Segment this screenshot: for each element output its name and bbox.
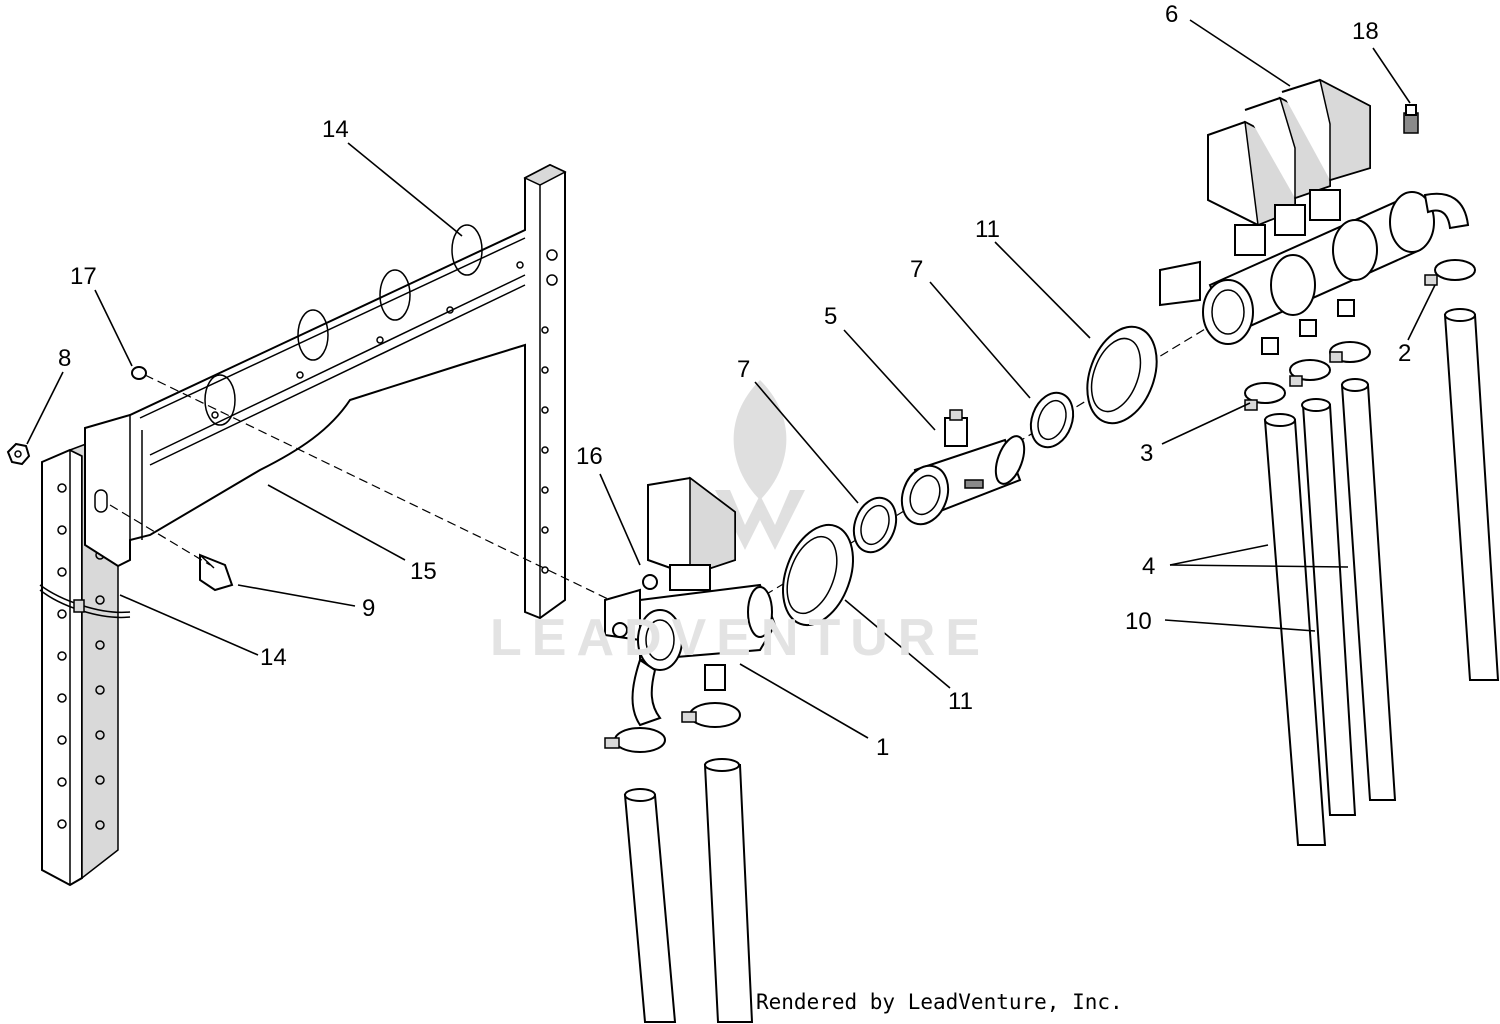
coupling-nut-right — [1086, 325, 1158, 425]
manifold-hose-clamps — [1244, 259, 1476, 411]
callout-11-center: 11 — [948, 688, 973, 715]
center-hose-clamps — [604, 702, 741, 753]
callout-16: 16 — [576, 443, 603, 470]
bolt-9 — [199, 553, 234, 592]
callout-14-top: 14 — [322, 116, 349, 143]
manifold-hoses — [1263, 308, 1500, 846]
fitting-18 — [1403, 104, 1419, 134]
coupling-nut-center — [782, 523, 854, 627]
leader-lines — [26, 19, 1436, 739]
loop-clips — [204, 224, 483, 426]
callout-3: 3 — [1140, 440, 1154, 467]
gasket-center — [852, 496, 898, 554]
watermark-text: LEADVENTURE — [490, 609, 991, 667]
callout-8: 8 — [58, 345, 72, 372]
callout-2: 2 — [1398, 340, 1412, 367]
render-credit: Rendered by LeadVenture, Inc. — [756, 990, 1123, 1014]
watermark-logo — [715, 380, 805, 550]
callout-18: 18 — [1352, 18, 1379, 45]
callout-1: 1 — [876, 734, 890, 761]
callout-6: 6 — [1165, 1, 1179, 28]
flow-meter — [900, 409, 1026, 526]
callout-5: 5 — [824, 303, 838, 330]
cable-tie-left — [39, 584, 131, 619]
manifold-valves — [1159, 78, 1470, 355]
boom-bracket — [84, 163, 567, 620]
center-hoses — [623, 758, 754, 1023]
callout-11-right: 11 — [975, 216, 1000, 243]
nut-17 — [131, 366, 147, 380]
callout-14-bottom: 14 — [260, 644, 287, 671]
callout-7-right: 7 — [910, 256, 924, 283]
callout-4: 4 — [1142, 553, 1156, 580]
callout-10: 10 — [1125, 608, 1152, 635]
callout-7-center: 7 — [737, 356, 751, 383]
callout-9: 9 — [362, 595, 376, 622]
callout-17: 17 — [70, 263, 97, 290]
center-valve-assembly — [604, 476, 777, 727]
callout-15: 15 — [410, 558, 437, 585]
gasket-right — [1029, 391, 1075, 449]
nut-8 — [6, 442, 31, 466]
